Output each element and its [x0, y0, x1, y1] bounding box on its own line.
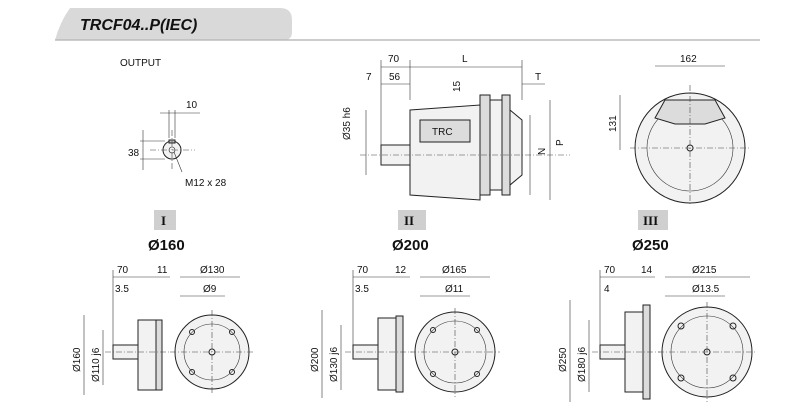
output-label: OUTPUT	[120, 58, 161, 69]
main-input-adapter	[509, 108, 523, 187]
option-2-body	[377, 317, 397, 391]
option-3-roman: III	[643, 213, 658, 228]
option-3-bolt-hole	[677, 322, 685, 330]
main-side-view: 70 L 7 56 15 T Ø35 h6 N P TRC	[342, 54, 570, 201]
option-3-dim-hole: Ø13.5	[692, 284, 720, 295]
option-2-dim-70: 70	[357, 265, 369, 276]
output-thread-dim: M12 x 28	[185, 178, 227, 189]
option-3-dim-70: 70	[604, 265, 616, 276]
end-view-height-dim: 131	[608, 115, 619, 132]
option-3-dim-T: 14	[641, 265, 653, 276]
option-1-diameter: Ø160	[148, 237, 185, 254]
option-2-dim-offset: 3.5	[355, 284, 369, 295]
option-3-bolt-hole	[729, 374, 737, 382]
option-2-bolt-hole	[430, 327, 436, 333]
option-2-diameter: Ø200	[392, 237, 429, 254]
option-2-dim-flange: Ø200	[310, 347, 321, 372]
main-flange-a	[479, 94, 491, 196]
option-3-diameter: Ø250	[632, 237, 669, 254]
option-2-bolt-hole	[474, 371, 480, 377]
option-2-badge	[398, 210, 426, 230]
main-dim-P: P	[555, 139, 566, 146]
main-logo: TRC	[432, 127, 453, 138]
main-flange-b	[489, 99, 503, 191]
main-dim-7: 7	[366, 72, 372, 83]
title-text: TRCF04..P(IEC)	[80, 17, 197, 34]
option-2-dim-spigot: Ø130 j6	[329, 347, 340, 382]
main-dim-56: 56	[389, 72, 401, 83]
option-1-dim-hole: Ø9	[203, 284, 217, 295]
option-3-badge	[638, 210, 668, 230]
option-1-flange-side	[155, 319, 163, 391]
option-1-bolt-hole	[229, 369, 235, 375]
main-dim-shaft-diameter: Ø35 h6	[342, 107, 353, 140]
end-view-width-dim: 162	[680, 54, 697, 65]
main-flange-c	[501, 94, 511, 196]
option-2-dim-T: 12	[395, 265, 407, 276]
option-1-bolt-hole	[189, 329, 195, 335]
main-dim-15: 15	[452, 80, 463, 92]
main-dim-N: N	[537, 148, 548, 155]
option-1-dim-T: 11	[157, 265, 168, 276]
flange-option-labels: I Ø160 II Ø200 III Ø250	[148, 210, 669, 254]
main-dim-70: 70	[388, 54, 400, 65]
option-1-bolt-hole	[229, 329, 235, 335]
option-2-bolt-hole	[430, 371, 436, 377]
option-1-dim-offset: 3.5	[115, 284, 129, 295]
main-gearbox-body	[409, 104, 481, 201]
option-2-bolt-hole	[474, 327, 480, 333]
option-3-dim-offset: 4	[604, 284, 610, 295]
main-dim-L: L	[462, 54, 468, 65]
option-3-dim-spigot: Ø180 j6	[577, 347, 588, 382]
option-3-bolt-hole	[677, 374, 685, 382]
option-1-dim-70: 70	[117, 265, 129, 276]
option-2-drawing: 70 12 Ø165 3.5 Ø11 Ø200 Ø130 j6	[310, 265, 500, 398]
title-banner: TRCF04..P(IEC)	[55, 8, 760, 41]
option-1-bolt-hole	[189, 369, 195, 375]
option-1-drawing: 70 11 Ø130 3.5 Ø9 Ø160 Ø110 j6	[72, 265, 255, 395]
option-2-dim-P: Ø165	[442, 265, 467, 276]
main-gearbox-plate	[419, 119, 471, 143]
main-dim-T: T	[535, 72, 541, 83]
option-2-flange-side	[395, 315, 404, 393]
option-3-dim-flange: Ø250	[558, 347, 569, 372]
option-1-roman: I	[161, 213, 166, 228]
option-1-dim-P: Ø130	[200, 265, 225, 276]
end-view: 162 131	[608, 54, 750, 205]
option-2-roman: II	[404, 213, 414, 228]
option-1-badge	[154, 210, 176, 230]
option-1-dim-spigot: Ø110 j6	[91, 347, 102, 382]
option-3-dim-P: Ø215	[692, 265, 717, 276]
option-3-bolt-hole	[729, 322, 737, 330]
option-1-dim-flange: Ø160	[72, 347, 83, 372]
output-key-width-dim: 10	[186, 100, 198, 111]
option-3-drawing: 70 14 Ø215 4 Ø13.5 Ø250 Ø180 j6	[558, 265, 756, 402]
output-shaft-detail: OUTPUT 10 38 M12 x 28	[120, 58, 227, 189]
option-2-dim-hole: Ø11	[445, 284, 464, 295]
output-shaft-height-dim: 38	[128, 148, 140, 159]
option-1-body	[137, 319, 157, 391]
